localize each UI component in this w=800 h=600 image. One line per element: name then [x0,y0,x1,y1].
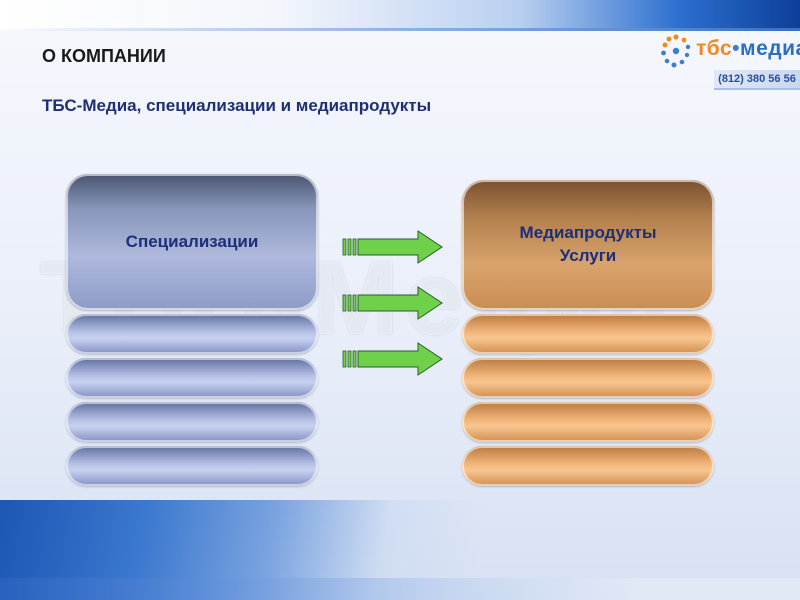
media-product-bar [462,314,714,354]
specialization-bar [66,358,318,398]
specialization-bar [66,402,318,442]
logo-separator: • [732,37,741,60]
media-products-block: Медиапродукты Услуги [462,180,714,310]
page-title: О КОМПАНИИ [42,46,166,66]
specialization-bar [66,314,318,354]
arrow-right-icon [342,230,443,264]
arrow-right-icon [342,286,443,320]
media-product-bar [462,446,714,486]
logo-dots-icon [661,34,691,68]
logo-part-media: медиа [740,37,800,60]
top-band [0,0,800,30]
media-products-label: Медиапродукты [519,223,657,243]
company-logo[interactable]: тбс•медиа [656,32,800,70]
media-product-bar [462,358,714,398]
arrow-right-icon [342,342,443,376]
services-label: Услуги [559,246,617,265]
media-product-bar [462,402,714,442]
top-divider [0,28,800,31]
bottom-fade [0,578,800,600]
specialization-bar [66,446,318,486]
logo-part-tbs: тбс [696,37,733,60]
phone-number: (812) 380 56 56 [714,70,800,90]
specializations-block: Специализации [66,174,318,310]
logo-text: тбс•медиа [696,37,800,61]
page-subtitle: ТБС-Медиа, специализации и медиапродукты [42,96,432,115]
